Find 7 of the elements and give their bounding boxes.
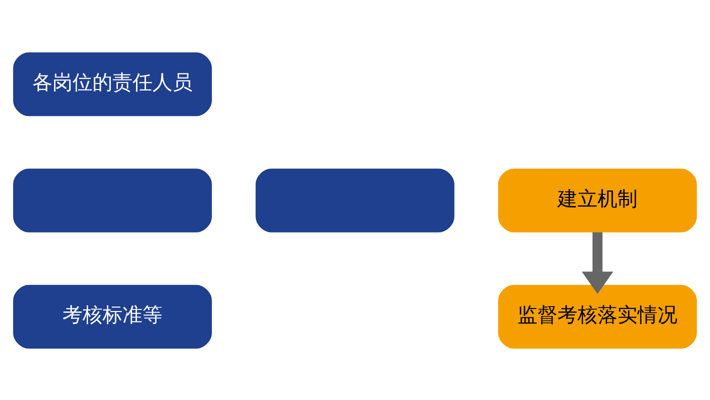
node-box: 监督考核落实情况 xyxy=(498,284,697,348)
node-box: 考核标准等 xyxy=(13,284,212,348)
node-box xyxy=(256,168,454,232)
node-box: 各岗位的责任人员 xyxy=(13,52,212,116)
node-box: 建立机制 xyxy=(498,168,697,232)
node-box xyxy=(13,168,212,232)
arrow xyxy=(582,232,614,294)
